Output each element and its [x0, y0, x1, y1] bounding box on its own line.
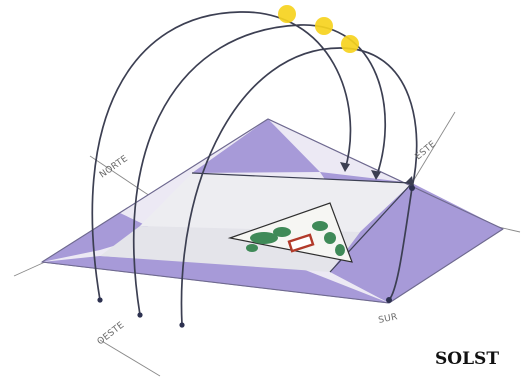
- sun-icon: [341, 35, 359, 53]
- arc-foot-point: [97, 297, 102, 302]
- north-label: NORTE: [98, 154, 130, 181]
- west-label: OESTE: [96, 320, 127, 347]
- caption-title: SOLST: [435, 349, 499, 369]
- arc-foot-point: [137, 312, 142, 317]
- south-label: SUR: [378, 312, 399, 326]
- vegetation-patch: [312, 221, 328, 231]
- south-west-axis: [14, 262, 45, 276]
- sun-icon: [315, 17, 333, 35]
- vegetation-patch: [335, 244, 345, 256]
- sun-markers: [278, 5, 359, 53]
- vegetation-patch: [246, 244, 258, 252]
- vegetation-patch: [324, 232, 336, 244]
- vegetation-patch: [273, 227, 291, 237]
- east-point: [409, 185, 415, 191]
- west-axis: [100, 340, 160, 376]
- sun-icon: [278, 5, 296, 23]
- south-point: [386, 297, 392, 303]
- arc-foot-point: [179, 322, 184, 327]
